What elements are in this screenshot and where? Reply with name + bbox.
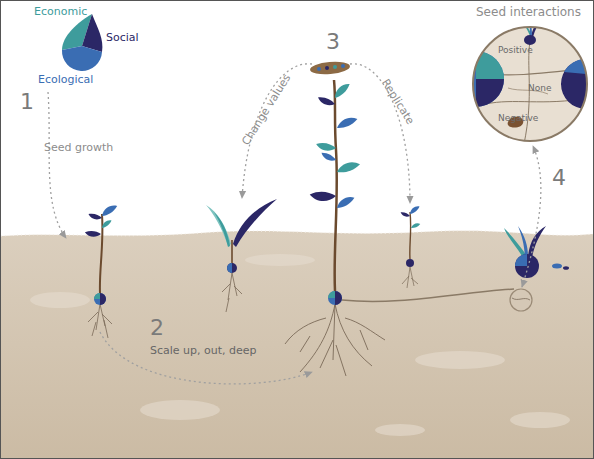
seed-bulb — [328, 291, 342, 305]
flow-arrow — [100, 332, 312, 384]
soil-patch — [30, 292, 90, 308]
step-number: 1 — [20, 90, 34, 114]
leaf — [309, 189, 336, 204]
node-label: Negative — [498, 114, 538, 124]
leaf — [100, 203, 119, 217]
inset-detail — [468, 10, 592, 144]
node-label: Positive — [498, 46, 533, 56]
soil-patch — [415, 351, 505, 369]
roots — [402, 267, 418, 288]
soil-patch — [245, 254, 315, 266]
process-arrows — [48, 64, 541, 384]
drop-facet — [82, 14, 102, 52]
seed-fragment — [563, 266, 569, 270]
stem — [231, 240, 233, 264]
step-number: 3 — [326, 30, 340, 54]
root — [512, 298, 530, 300]
leaf — [335, 116, 358, 130]
leaf — [335, 195, 356, 209]
interaction-inset: Seed interactionsPositiveNoneNegative — [468, 4, 592, 146]
magnify-spot — [510, 289, 532, 311]
runner-root — [342, 289, 514, 301]
seed-bulb — [515, 254, 527, 266]
seed-bulb — [94, 293, 100, 299]
leaf — [320, 150, 336, 164]
seed-bulb — [335, 291, 342, 305]
stem — [100, 214, 103, 293]
step-label: Scale up, out, deep — [150, 345, 257, 357]
roots — [222, 273, 242, 312]
seed-bulb — [94, 293, 106, 305]
seed-bulb — [227, 263, 237, 273]
inset-circle-shape — [468, 4, 592, 146]
step-number: 4 — [552, 166, 566, 190]
leaf — [400, 210, 411, 218]
stem — [334, 80, 337, 291]
root — [222, 273, 242, 312]
pod-seed — [341, 64, 345, 68]
step-number: 2 — [150, 316, 164, 340]
leaf — [317, 94, 336, 109]
leaf — [214, 212, 230, 247]
soil — [1, 231, 593, 458]
stem — [409, 212, 411, 259]
step-label: Replicate — [379, 77, 416, 127]
inset-part — [524, 35, 536, 45]
pod-seed — [333, 65, 337, 69]
leaf — [100, 219, 113, 229]
soil-patch — [510, 412, 570, 428]
flow-arrow — [522, 146, 541, 287]
leaf — [331, 82, 352, 100]
seed-bulb — [515, 254, 539, 278]
leaf — [87, 211, 102, 222]
inset-heading: Seed interactions — [476, 6, 581, 19]
inset-outline — [473, 27, 587, 141]
step-label: Change values — [240, 72, 293, 147]
soil-patch — [375, 424, 425, 436]
pod-seed — [317, 67, 321, 71]
leaf — [410, 222, 421, 228]
leaf — [84, 229, 101, 239]
seed-bulb — [328, 291, 335, 298]
seed-bulb — [100, 293, 106, 305]
node-label: None — [528, 84, 551, 94]
leaf — [528, 226, 546, 258]
leaf — [336, 161, 361, 174]
seed-fragment — [552, 264, 562, 269]
leaf — [518, 226, 528, 256]
leaf — [233, 199, 277, 247]
seed-drop: EconomicSocialEcological — [20, 2, 140, 94]
root — [402, 267, 418, 288]
inset-part — [476, 79, 504, 107]
leaf — [408, 205, 421, 215]
node-label: Social — [106, 32, 139, 44]
drop-facet — [62, 46, 102, 71]
seed-bulb — [406, 259, 414, 267]
root — [285, 304, 385, 376]
pod-seed — [325, 66, 329, 70]
soil-texture — [30, 254, 570, 436]
leaf — [315, 140, 336, 154]
seed-bulb — [227, 263, 232, 273]
node-label: Economic — [34, 6, 87, 18]
node-label: Ecological — [38, 74, 93, 86]
seed-pod — [310, 60, 351, 75]
roots — [285, 304, 385, 376]
soil-patch — [140, 400, 220, 420]
flow-arrow — [48, 92, 66, 238]
step-label: Seed growth — [44, 142, 113, 154]
leaf — [206, 205, 231, 246]
